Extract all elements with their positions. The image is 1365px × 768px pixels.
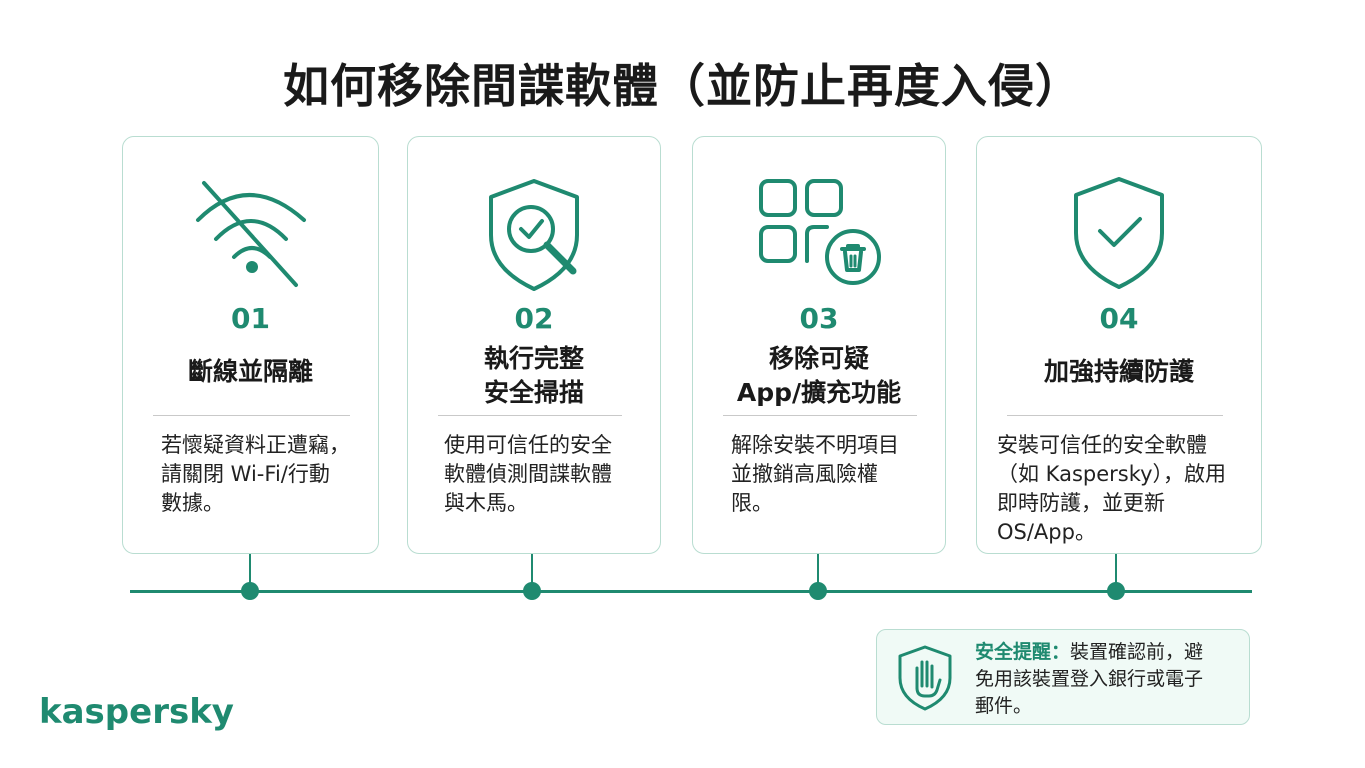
wifi-off-icon	[123, 175, 378, 295]
divider	[153, 415, 350, 416]
step-heading: 移除可疑 App/擴充功能	[736, 344, 902, 407]
safety-tip-label: 安全提醒：	[975, 641, 1071, 663]
shield-hand-icon	[895, 644, 955, 716]
shield-check-icon	[977, 175, 1261, 295]
safety-tip-box: 安全提醒：裝置確認前，避 免用該裝置登入銀行或電子 郵件。	[876, 629, 1250, 725]
timeline-dot	[1107, 582, 1125, 600]
step-card-3: 03 移除可疑 App/擴充功能 解除安裝不明項目 並撤銷高風險權 限。	[692, 136, 946, 554]
timeline-dot	[523, 582, 541, 600]
step-number: 04	[1099, 302, 1139, 335]
step-card-1: 01 斷線並隔離 若懷疑資料正遭竊， 請關閉 Wi-Fi/行動 數據。	[122, 136, 379, 554]
step-description: 解除安裝不明項目 並撤銷高風險權 限。	[731, 433, 899, 515]
timeline-dot	[809, 582, 827, 600]
step-number: 01	[231, 302, 270, 335]
timeline-dot	[241, 582, 259, 600]
timeline-connector	[531, 554, 533, 590]
safety-tip-text: 安全提醒：裝置確認前，避 免用該裝置登入銀行或電子 郵件。	[975, 641, 1204, 717]
page-title: 如何移除間諜軟體（並防止再度入侵）	[283, 59, 1082, 113]
shield-scan-icon	[408, 175, 660, 295]
step-heading: 加強持續防護	[1043, 357, 1194, 386]
step-card-4: 04 加強持續防護 安裝可信任的安全軟體 （如 Kaspersky），啟用 即時…	[976, 136, 1262, 554]
divider	[1007, 415, 1223, 416]
timeline-connector	[249, 554, 251, 590]
timeline-line	[130, 590, 1252, 593]
step-description: 使用可信任的安全 軟體偵測間諜軟體 與木馬。	[444, 433, 612, 515]
divider	[723, 415, 917, 416]
step-heading: 執行完整 安全掃描	[483, 344, 584, 407]
divider	[438, 415, 622, 416]
step-description: 若懷疑資料正遭竊， 請關閉 Wi-Fi/行動 數據。	[161, 433, 350, 515]
timeline-connector	[817, 554, 819, 590]
brand-logo: kaspersky	[39, 692, 234, 732]
step-description: 安裝可信任的安全軟體 （如 Kaspersky），啟用 即時防護，並更新 OS/…	[997, 433, 1227, 544]
step-heading: 斷線並隔離	[187, 357, 313, 386]
step-number: 02	[514, 302, 554, 335]
apps-delete-icon	[693, 175, 945, 295]
timeline-connector	[1115, 554, 1117, 590]
step-number: 03	[799, 302, 839, 335]
step-card-2: 02 執行完整 安全掃描 使用可信任的安全 軟體偵測間諜軟體 與木馬。	[407, 136, 661, 554]
